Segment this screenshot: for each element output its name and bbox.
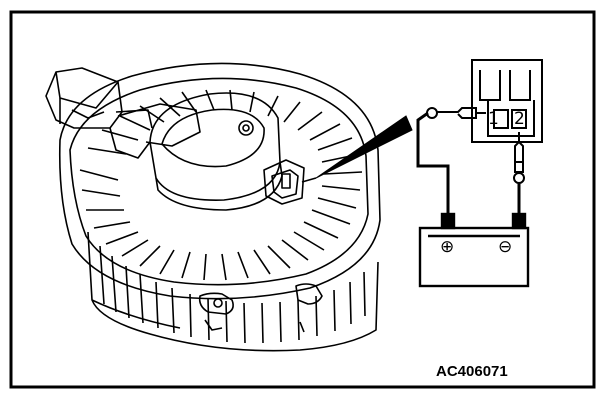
motor-hub (149, 92, 283, 211)
battery-positive-symbol: ⊕ (440, 237, 454, 257)
figure-code: AC406071 (436, 363, 508, 380)
callout-pointer (315, 115, 413, 179)
housing-disc (58, 62, 381, 300)
battery-body (418, 226, 530, 288)
battery (418, 212, 530, 288)
test-probes (426, 107, 525, 184)
mounting-bracket (45, 67, 201, 159)
figure-frame (9, 10, 596, 389)
connector-detail (471, 59, 543, 143)
terminal-2-label: 2 (514, 109, 525, 129)
battery-negative-symbol: ⊖ (498, 237, 512, 257)
positive-post (440, 212, 456, 230)
fan-cage (87, 231, 379, 352)
negative-post (511, 212, 527, 230)
connector-housing (471, 59, 543, 143)
positive-lead (416, 111, 450, 214)
terminal-1-label: 1 (488, 109, 499, 129)
blower-motor (45, 62, 381, 352)
test-leads (416, 111, 521, 214)
motor-connector (263, 159, 317, 205)
